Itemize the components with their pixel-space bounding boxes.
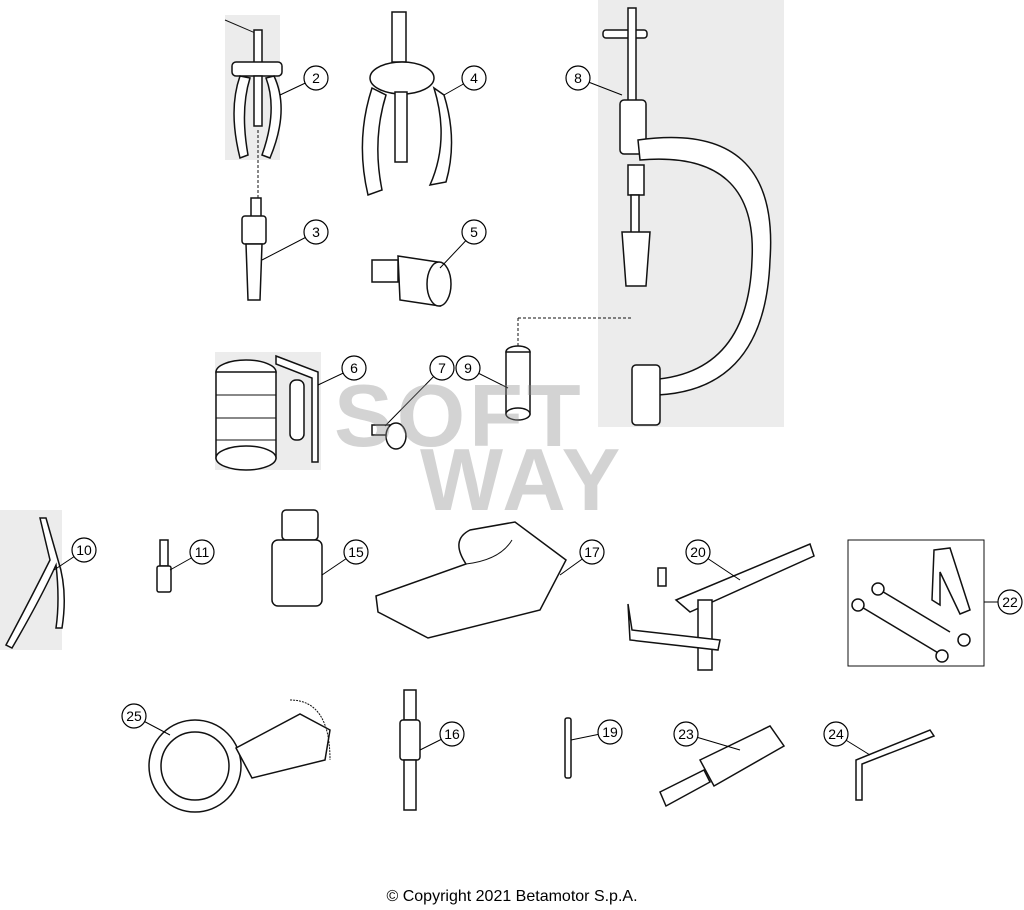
holder-plate-17 <box>375 521 567 639</box>
tool-16 <box>399 689 421 811</box>
callout-circle <box>461 219 487 245</box>
callout-number: 20 <box>690 544 706 560</box>
callout-circle <box>685 539 711 565</box>
callout-number: 24 <box>828 726 844 742</box>
socket-15 <box>271 509 323 607</box>
callout-16: 16 <box>419 721 465 751</box>
callout-8: 8 <box>565 65 623 96</box>
callout-7: 7 <box>384 355 455 427</box>
callout-10: 10 <box>53 537 97 571</box>
hex-key-24 <box>855 729 936 801</box>
pin-19 <box>564 717 572 779</box>
callout-circle <box>189 539 215 565</box>
pin-7 <box>371 422 407 450</box>
callout-circle <box>673 721 699 747</box>
callout-circle <box>303 65 329 91</box>
callout-number: 19 <box>602 724 618 740</box>
kit-22 <box>851 547 971 663</box>
callout-number: 10 <box>76 542 92 558</box>
callout-22: 22 <box>984 589 1023 615</box>
callout-circle <box>455 355 481 381</box>
copyright: © Copyright 2021 Betamotor S.p.A. <box>386 888 638 905</box>
callout-circle <box>121 703 147 729</box>
callout-24: 24 <box>823 721 871 756</box>
puller-2 <box>224 19 283 159</box>
callout-15: 15 <box>321 539 369 576</box>
leader-line <box>384 367 443 427</box>
callout-number: 9 <box>464 360 472 376</box>
extractor-3 <box>241 130 267 301</box>
callout-circle <box>439 721 465 747</box>
callout-number: 5 <box>470 224 478 240</box>
flywheel-holder-20 <box>627 542 815 671</box>
callout-23: 23 <box>673 721 741 751</box>
callout-number: 2 <box>312 70 320 86</box>
sleeve-9 <box>505 317 632 421</box>
callout-circle <box>303 219 329 245</box>
callout-6: 6 <box>317 355 367 386</box>
callout-number: 8 <box>574 70 582 86</box>
puller-4 <box>361 11 453 196</box>
callout-circle <box>579 539 605 565</box>
callout-circle <box>341 355 367 381</box>
callout-number: 16 <box>444 726 460 742</box>
callout-20: 20 <box>685 539 741 581</box>
callout-circle <box>597 719 623 745</box>
callout-number: 6 <box>350 360 358 376</box>
callout-circle <box>997 589 1023 615</box>
callout-circle <box>565 65 591 91</box>
callout-17: 17 <box>559 539 605 576</box>
tool-23 <box>659 725 786 808</box>
callout-19: 19 <box>570 719 623 745</box>
circlip-pliers-10 <box>4 517 65 649</box>
callout-circle <box>429 355 455 381</box>
callout-number: 7 <box>438 360 446 376</box>
callout-number: 17 <box>584 544 600 560</box>
callout-11: 11 <box>169 539 215 571</box>
ring-compressor-6 <box>215 354 319 471</box>
callout-number: 25 <box>126 708 142 724</box>
clutch-holder-25 <box>148 699 331 813</box>
valve-spring-compressor-8 <box>602 7 772 426</box>
callout-number: 3 <box>312 224 320 240</box>
callout-number: 15 <box>348 544 364 560</box>
callout-9: 9 <box>455 355 509 389</box>
callout-number: 23 <box>678 726 694 742</box>
pin-11 <box>156 539 172 593</box>
callout-25: 25 <box>121 703 171 736</box>
callout-2: 2 <box>279 65 329 96</box>
callout-number: 22 <box>1002 594 1018 610</box>
adapter-5 <box>371 255 452 307</box>
callout-3: 3 <box>261 219 329 261</box>
callout-number: 11 <box>195 544 210 560</box>
callout-4: 4 <box>443 65 487 96</box>
callout-circle <box>343 539 369 565</box>
callout-circle <box>823 721 849 747</box>
callout-number: 4 <box>470 70 478 86</box>
callout-5: 5 <box>439 219 487 269</box>
callout-circle <box>71 537 97 563</box>
callout-circle <box>461 65 487 91</box>
